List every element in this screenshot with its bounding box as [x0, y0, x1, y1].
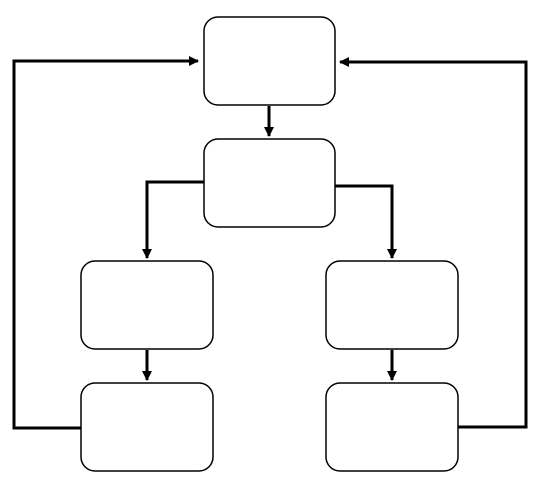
node-middle [203, 138, 336, 228]
edge-middle-to-right-upper [334, 184, 397, 259]
node-right-upper [325, 260, 459, 350]
diagram-boxes [80, 16, 459, 472]
node-top [203, 16, 336, 106]
node-left-upper [80, 260, 214, 350]
edge-middle-to-left-upper [142, 180, 204, 259]
connector-lines [12, 56, 528, 430]
edge-left-lower-to-top [12, 56, 199, 430]
node-left-lower [80, 382, 214, 472]
node-right-lower [325, 382, 459, 472]
edge-right-lower-to-top [339, 57, 528, 429]
